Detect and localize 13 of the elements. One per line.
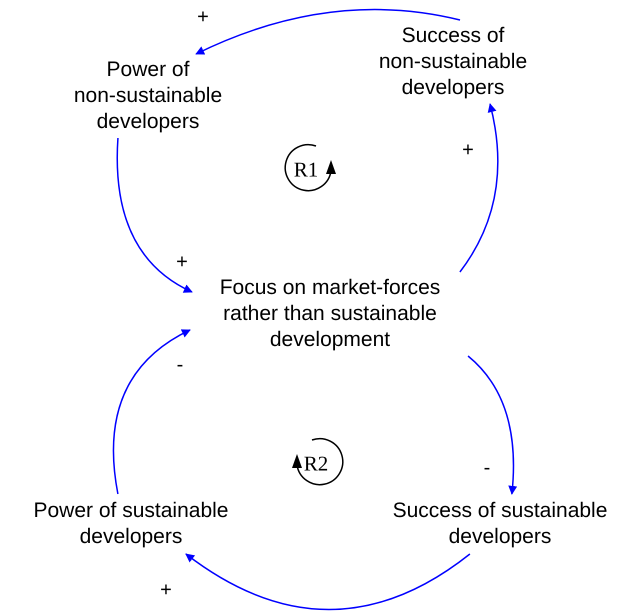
causal-link-arrow <box>468 355 518 495</box>
causal-link-arrow <box>116 138 193 293</box>
variable-label: Success of sustainable developers <box>368 494 632 554</box>
loop-label: R2 <box>304 454 328 474</box>
loop-label: R1 <box>294 160 318 180</box>
causal-link-arrow <box>459 103 499 272</box>
causal-link-arrow <box>195 8 460 55</box>
causal-link-arrow <box>112 329 191 494</box>
causal-link-arrow <box>185 553 470 610</box>
variable-label: Success of non-sustainable developers <box>358 20 548 104</box>
variable-label: Power of non-sustainable developers <box>58 54 238 138</box>
variable-label: Power of sustainable developers <box>5 494 257 554</box>
variable-label: Focus on market-forces rather than sustainable development <box>190 272 470 356</box>
